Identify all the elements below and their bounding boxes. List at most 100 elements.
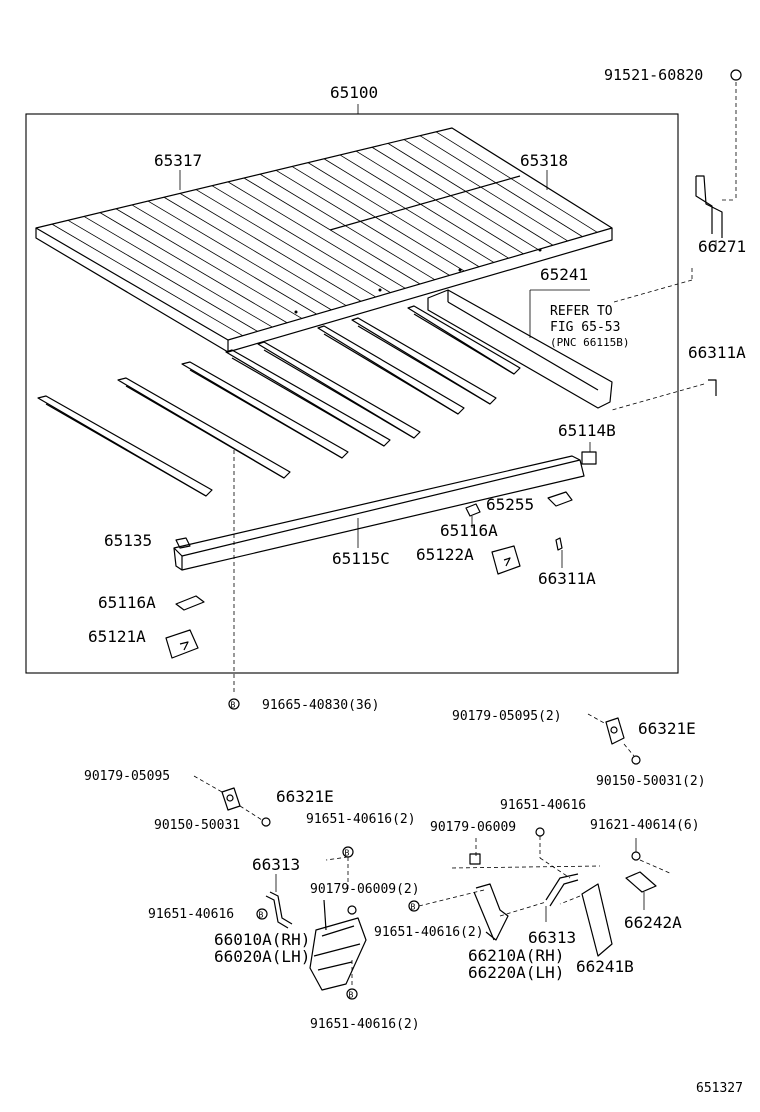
label-90179-06009: 90179-06009 [430, 820, 516, 835]
dash-bolt-col-b [325, 856, 349, 861]
dash-66311a [611, 383, 705, 411]
label-65100: 65100 [330, 83, 378, 102]
floor-rib [195, 189, 376, 298]
label-65135: 65135 [104, 531, 152, 550]
label-66311a-low: 66311A [538, 569, 596, 588]
bracket-65121a [165, 629, 199, 659]
nut-icon [631, 851, 641, 861]
label-66210a: 66210A(RH) [468, 946, 564, 965]
bracket-66321e-right [605, 717, 625, 745]
floor-rib [291, 166, 465, 272]
label-65122a: 65122A [416, 545, 474, 564]
floor-rib [179, 193, 362, 302]
stay-66313-left [265, 891, 293, 929]
label-65116a-mid: 65116A [440, 521, 498, 540]
label-66271: 66271 [698, 237, 746, 256]
label-66321e-left: 66321E [276, 787, 334, 806]
label-65317: 65317 [154, 151, 202, 170]
label-91651-40616-2-mid: 91651-40616(2) [374, 925, 484, 940]
bracket-66321e-left [221, 787, 241, 811]
svg-text:B: B [349, 991, 354, 1000]
bolt-icon: B [408, 900, 420, 912]
label-65318: 65318 [520, 151, 568, 170]
figure-code: 651327 [696, 1081, 743, 1096]
dash-90150-left [239, 805, 263, 821]
label-65255: 65255 [486, 495, 534, 514]
label-66311a-top: 66311A [688, 343, 746, 362]
label-66313-left: 66313 [252, 855, 300, 874]
label-90179-05095-2: 90179-05095(2) [452, 709, 562, 724]
clip-66311a-low [555, 537, 563, 551]
clip-65116a-low [175, 595, 205, 611]
floor-rib [387, 143, 554, 246]
floor-rib [115, 208, 303, 319]
dash-90150-right [623, 743, 635, 757]
floor-rib [147, 200, 332, 311]
dash-66210a [499, 901, 547, 917]
bracket-65122a [491, 545, 521, 575]
label-65115c: 65115C [332, 549, 390, 568]
floor-rib [339, 154, 509, 259]
label-65114b: 65114B [558, 421, 616, 440]
label-66321e-right: 66321E [638, 719, 696, 738]
label-65116a-low: 65116A [98, 593, 156, 612]
dash-91621 [639, 859, 673, 875]
nut-icon [535, 827, 545, 837]
mudguard-66010a [309, 899, 367, 991]
label-91651-40616-right: 91651-40616 [500, 798, 586, 813]
bolt-icon: B [346, 988, 358, 1000]
label-91651-40616-2-bot: 91651-40616(2) [310, 1017, 420, 1032]
floor-rib [227, 181, 406, 289]
svg-text:B: B [259, 911, 264, 920]
label-66020a: 66020A(LH) [214, 947, 310, 966]
floor-rib [307, 162, 480, 268]
side-sill-65115c [173, 455, 585, 571]
label-66313-right: 66313 [528, 928, 576, 947]
label-90179-06009-2: 90179-06009(2) [310, 882, 420, 897]
label-65241: 65241 [540, 265, 588, 284]
floor-rib [163, 196, 347, 306]
dash-90179-06009-b [539, 857, 571, 879]
svg-text:B: B [231, 701, 236, 710]
floor-rib [67, 219, 258, 332]
clip-66311a-top [708, 379, 717, 396]
floor-rib [435, 131, 598, 233]
floor-rib [371, 146, 539, 250]
label-91521-60820: 91521-60820 [604, 66, 703, 84]
bracket-66210a [473, 883, 509, 941]
stay-66313-right [545, 873, 579, 907]
floor-rib [83, 216, 273, 328]
label-pnc-66115b: (PNC 66115B) [550, 336, 629, 349]
floor-rib [259, 173, 435, 281]
svg-text:B: B [345, 849, 350, 858]
label-66220a: 66220A(LH) [468, 963, 564, 982]
clip-icon [469, 853, 481, 865]
floor-rib [243, 177, 421, 285]
dash-66241b [559, 895, 581, 905]
label-91621-40614: 91621-40614(6) [590, 818, 700, 833]
dash-refer-b [613, 279, 693, 303]
bolt-icon: B [228, 698, 240, 710]
mudflap-66241b [581, 883, 613, 957]
label-91665-40830: 91665-40830(36) [262, 698, 379, 713]
floor-rib [131, 204, 317, 315]
assembly-frame [25, 113, 679, 674]
floor-rib [99, 212, 288, 324]
label-66242a: 66242A [624, 913, 682, 932]
label-fig-65-53: FIG 65-53 [550, 320, 620, 335]
washer-icon [730, 69, 742, 81]
clip-65116a-mid [465, 503, 481, 517]
label-66010a: 66010A(RH) [214, 930, 310, 949]
floor-rib [51, 223, 243, 337]
label-refer-to: REFER TO [550, 304, 613, 319]
floor-rib [419, 135, 583, 237]
clip-65135 [175, 537, 191, 549]
bracket-66271 [695, 175, 723, 238]
label-91651-40616-2-top: 91651-40616(2) [306, 812, 416, 827]
label-66241b: 66241B [576, 957, 634, 976]
floor-rib [211, 185, 391, 293]
dash-cross [451, 865, 601, 869]
dash-90179-left [193, 775, 223, 793]
